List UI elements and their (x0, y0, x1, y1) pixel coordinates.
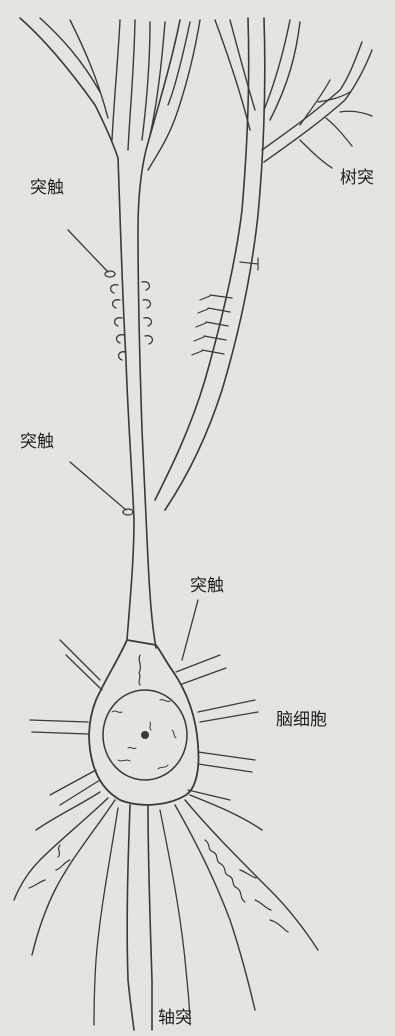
label-synapse-top: 突触 (30, 180, 64, 197)
nucleolus (141, 731, 149, 739)
label-brain-cell: 脑细胞 (276, 712, 327, 729)
label-synapse-middle: 突触 (20, 434, 54, 451)
label-dendrite: 树突 (340, 170, 374, 187)
label-axon: 轴突 (158, 1010, 192, 1027)
label-synapse-lower: 突触 (190, 578, 224, 595)
